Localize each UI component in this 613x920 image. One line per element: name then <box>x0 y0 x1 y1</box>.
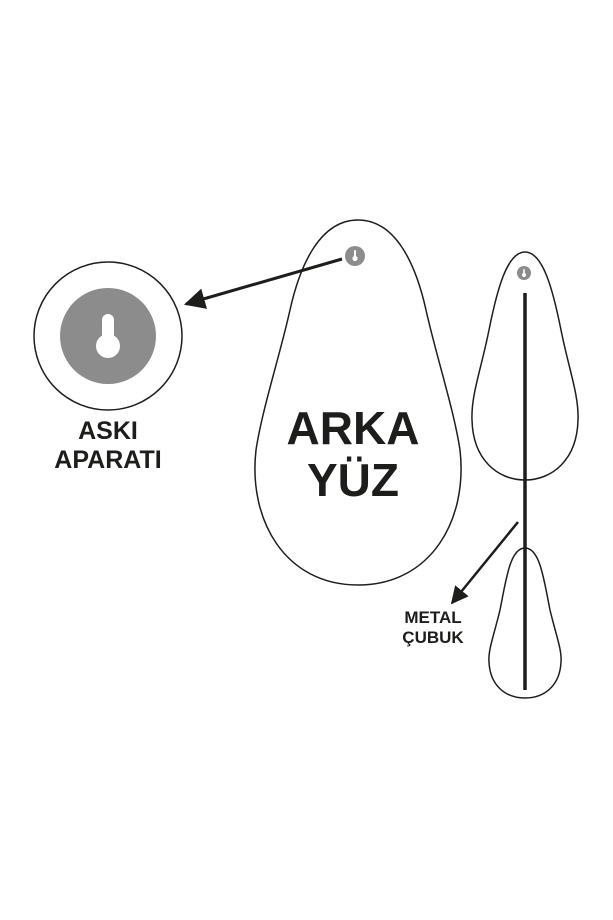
hanger-arrow <box>183 257 343 309</box>
hanger-label-line2: APARATI <box>54 446 161 474</box>
rod-label-line1: METAL <box>404 608 461 627</box>
back-face-label-line1: ARKA <box>287 402 420 454</box>
hanger-label-line1: ASKI <box>78 417 138 445</box>
rod-label-line2: ÇUBUK <box>402 628 464 647</box>
keyhole-icon <box>96 314 120 358</box>
hanger-detail <box>33 261 183 411</box>
back-face-label-line2: YÜZ <box>307 454 399 506</box>
rod-arrow <box>450 521 519 605</box>
back-face-teardrop <box>254 219 462 586</box>
back-face-hanger-icon <box>345 246 365 266</box>
side-view-hanger-icon <box>517 266 531 280</box>
